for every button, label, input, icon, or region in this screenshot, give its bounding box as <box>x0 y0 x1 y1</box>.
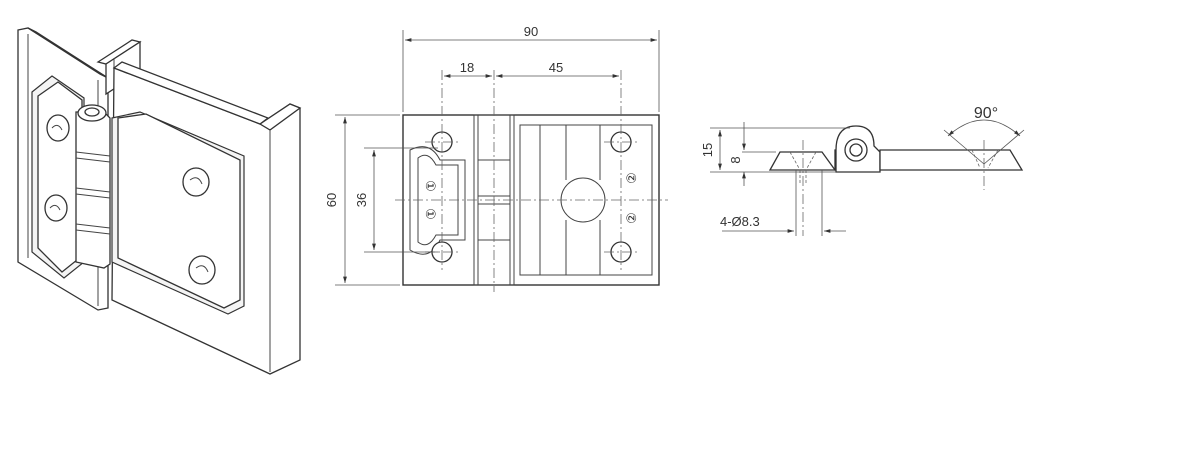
dim-overall-width: 90 <box>402 24 660 112</box>
dim-side-height-label: 15 <box>700 143 715 157</box>
opening-angle-label: 90° <box>974 105 998 122</box>
dim-hole-spacing-h: 45 <box>496 60 619 78</box>
mark-right-top: ② <box>624 172 639 184</box>
center-lines <box>395 70 668 292</box>
isometric-hinge-view <box>17 27 302 375</box>
dim-leaf-thickness-label: 8 <box>728 156 743 163</box>
dim-overall-height-label: 60 <box>324 193 339 207</box>
dim-hole-diameter: 4-Ø8.3 <box>720 170 846 236</box>
dim-leaf-thickness: 8 <box>728 122 776 186</box>
dim-left-offset: 18 <box>444 60 492 78</box>
hinge-knuckle <box>75 104 111 269</box>
dim-hole-spacing-h-label: 45 <box>549 60 563 75</box>
side-view: 90° 15 8 4-Ø8.3 <box>700 105 1025 236</box>
right-hinge-leaf <box>111 111 245 315</box>
side-knuckle <box>835 125 881 173</box>
dim-side-height: 15 <box>700 127 850 173</box>
mark-left-top: ① <box>423 180 438 192</box>
mounting-holes <box>431 131 632 263</box>
dim-hole-diameter-label: 4-Ø8.3 <box>720 214 760 229</box>
dim-left-offset-label: 18 <box>460 60 474 75</box>
side-right-leaf <box>879 140 1024 190</box>
mark-left-bottom: ① <box>423 208 438 220</box>
dim-hole-spacing-v-label: 36 <box>354 193 369 207</box>
opening-angle-indicator: 90° <box>943 105 1025 165</box>
front-view: ① ① ② ② 90 18 45 60 <box>324 24 668 292</box>
left-leaf-front <box>409 146 466 255</box>
dim-overall-height: 60 <box>324 114 400 286</box>
dim-overall-width-label: 90 <box>524 24 538 39</box>
left-hinge-leaf <box>31 75 85 279</box>
dim-hole-spacing-v: 36 <box>354 147 438 253</box>
mark-right-bottom: ② <box>624 212 639 224</box>
